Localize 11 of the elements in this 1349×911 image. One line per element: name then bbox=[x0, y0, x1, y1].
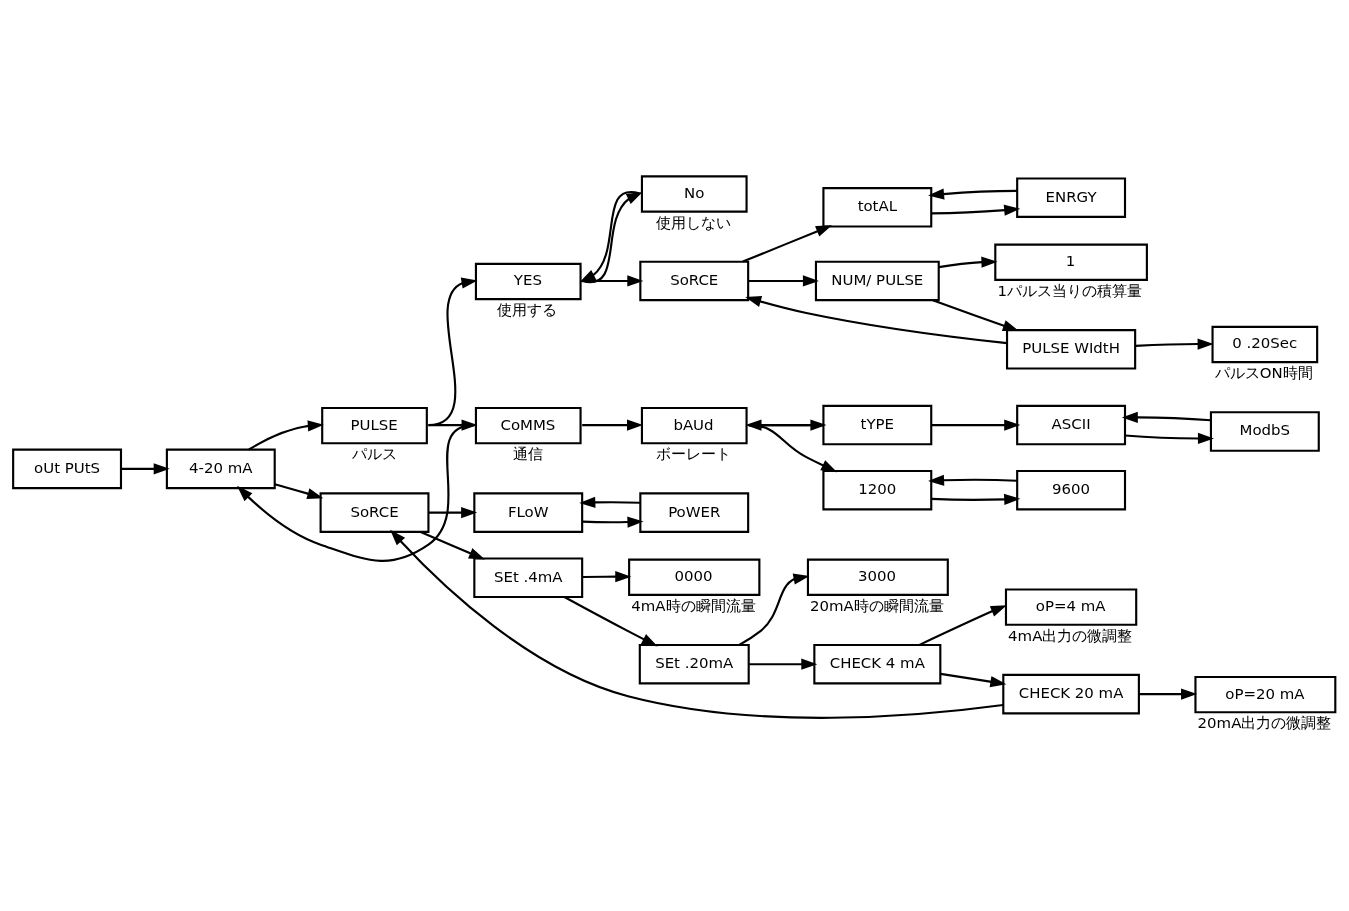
node-label: 使用しない bbox=[655, 213, 731, 232]
node-label: パルス bbox=[351, 445, 397, 464]
node-label: パルスON時間 bbox=[1214, 364, 1313, 383]
node-label: 20mA時の瞬間流量 bbox=[810, 597, 944, 616]
node-label: 20mA出力の微調整 bbox=[1197, 714, 1332, 733]
node-label: 使用する bbox=[497, 301, 558, 320]
node-label: ボーレート bbox=[655, 445, 731, 464]
node-label: 1パルス当りの積算量 bbox=[997, 282, 1142, 301]
node-label: 4mA時の瞬間流量 bbox=[631, 597, 756, 616]
node-label: 通信 bbox=[512, 445, 543, 464]
node-label: 4mA出力の微調整 bbox=[1008, 626, 1133, 645]
